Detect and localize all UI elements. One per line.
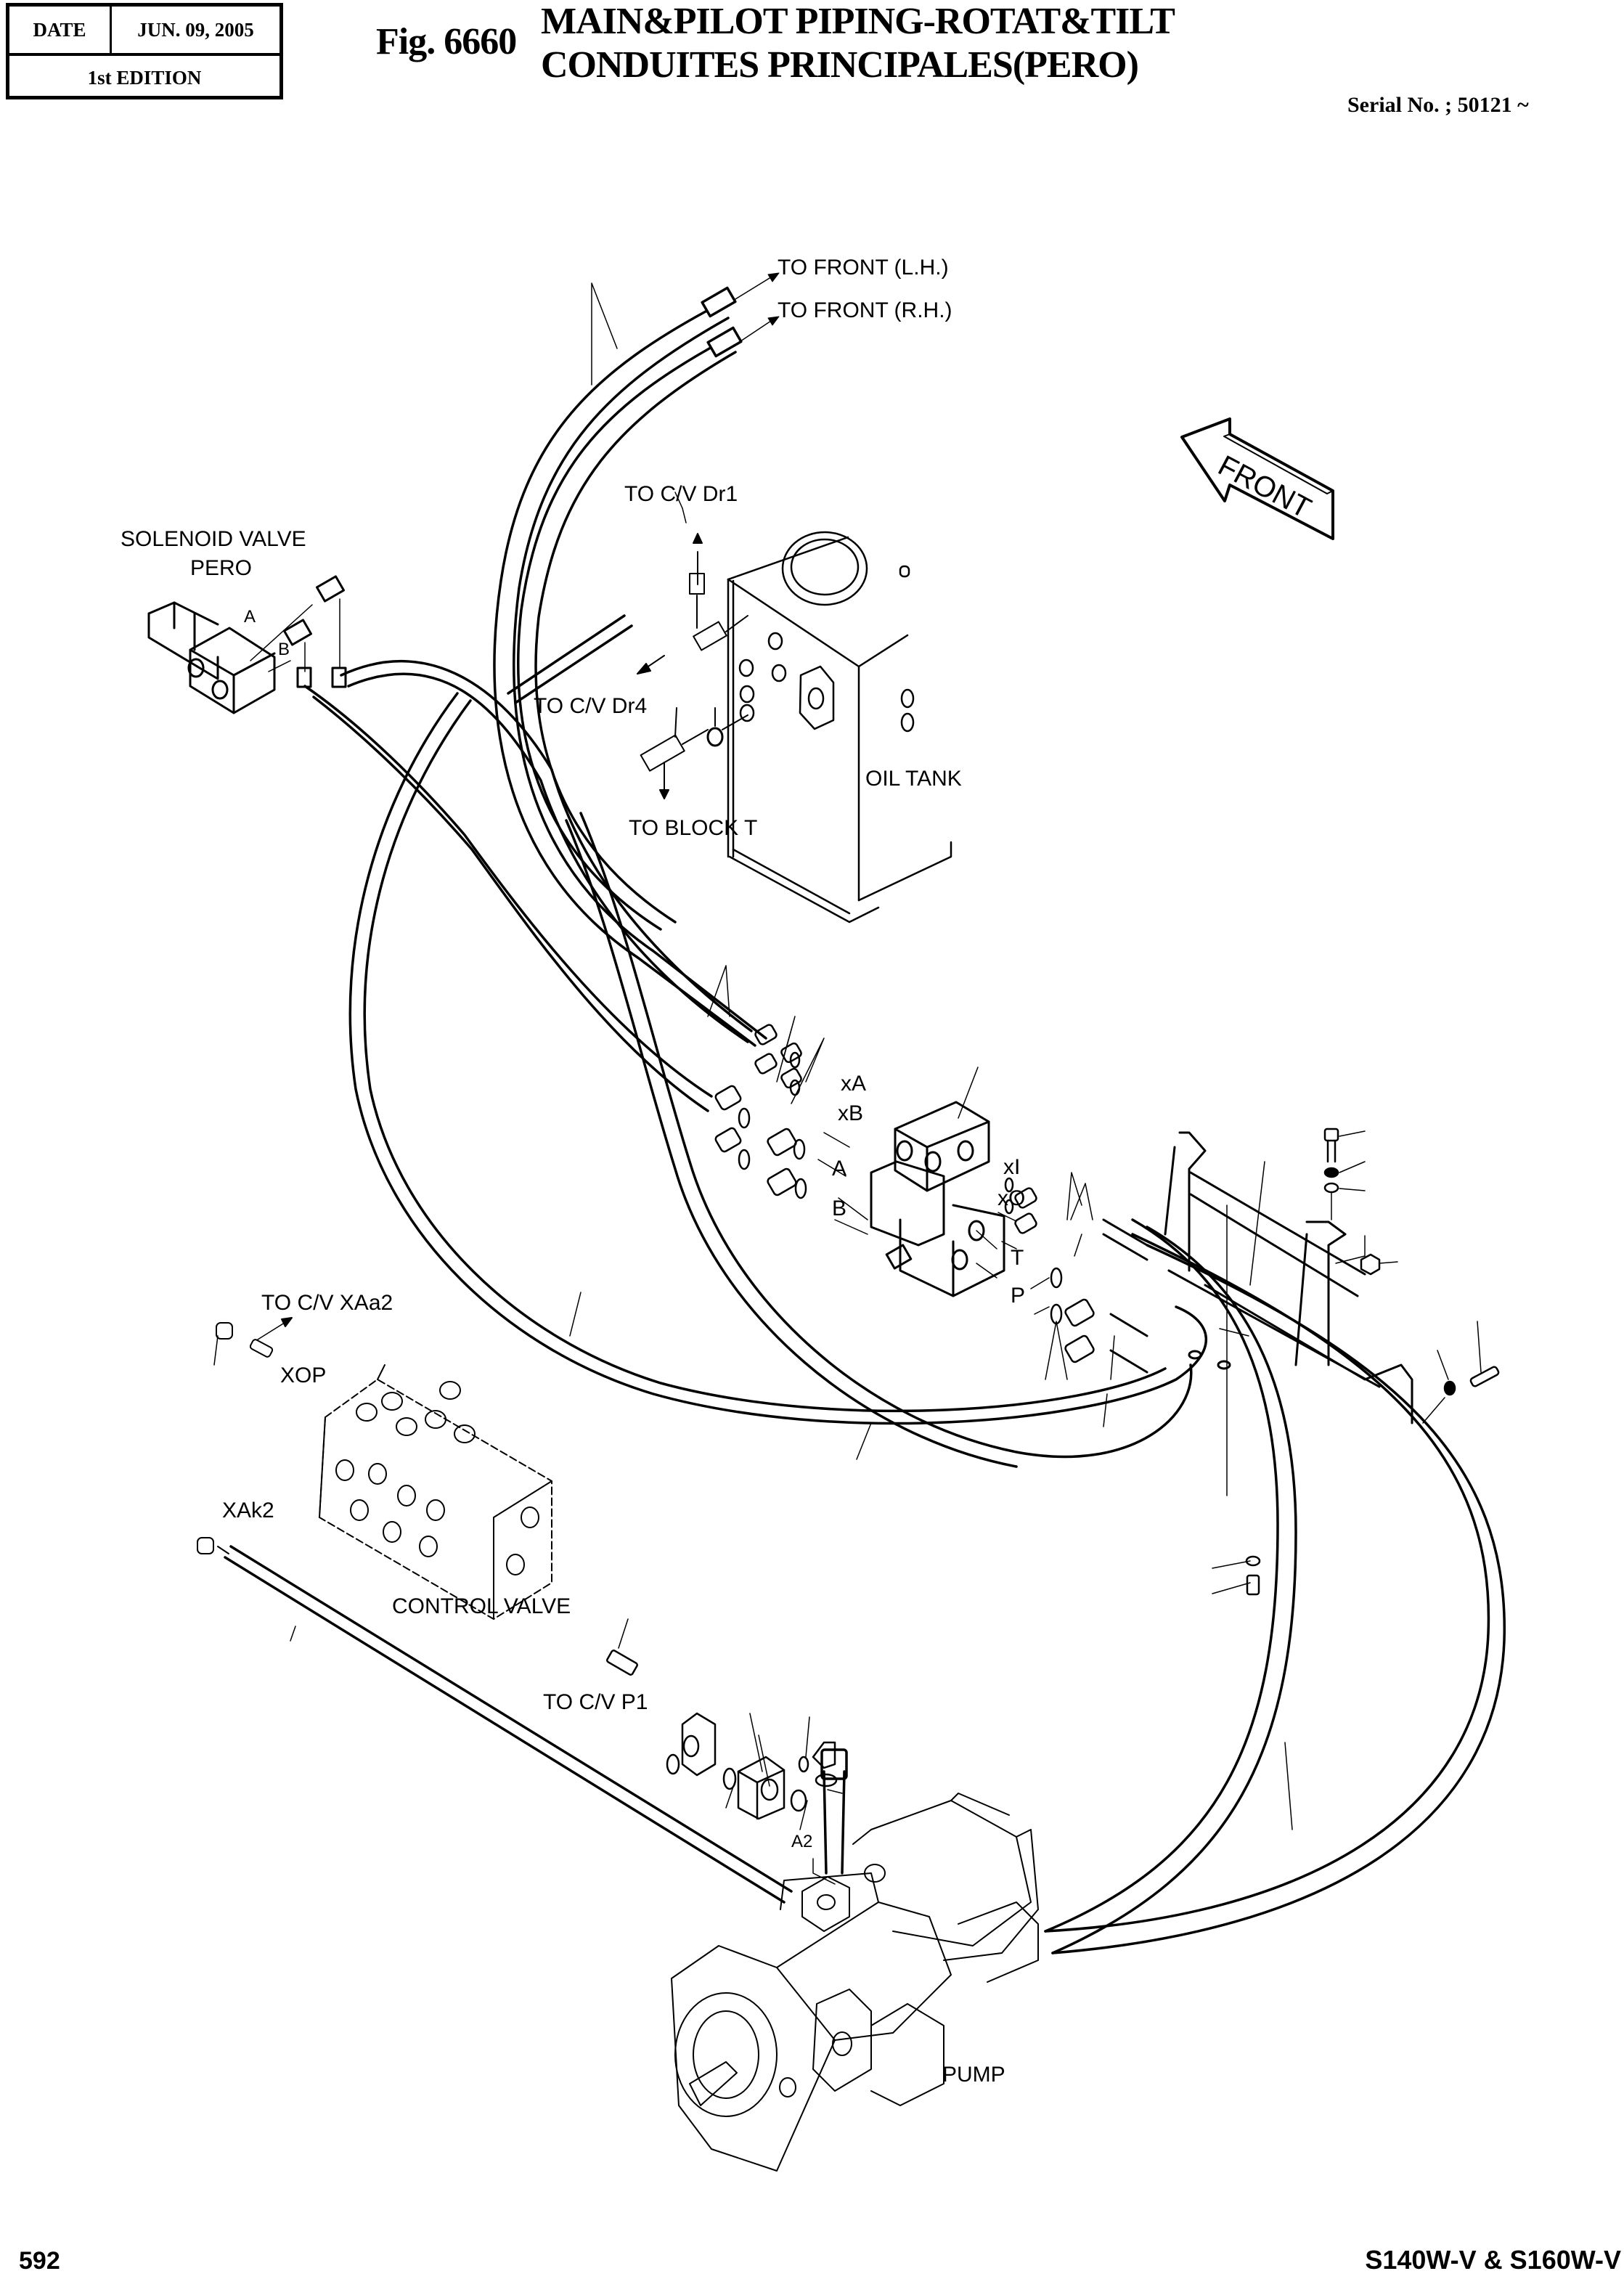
solenoid-valve-drawing — [147, 575, 347, 714]
page-title-line-2: CONDUITES PRINCIPALES(PERO) — [541, 44, 1139, 86]
label-solenoid-port-b: B — [278, 640, 290, 659]
label-control-valve: CONTROL VALVE — [392, 1594, 571, 1618]
leader-lines — [213, 282, 1482, 1885]
label-to-front-rh: TO FRONT (R.H.) — [778, 298, 952, 322]
date-edition-box: DATE JUN. 09, 2005 1st EDITION — [6, 3, 283, 99]
hose-assemblies — [217, 272, 1506, 1954]
label-to-cv-p1: TO C/V P1 — [543, 1690, 648, 1714]
edition-label: 1st EDITION — [87, 66, 202, 89]
label-port-xop: XOP — [280, 1363, 327, 1387]
label-port-xa: xA — [841, 1072, 867, 1096]
pilot-block-drawing — [870, 1101, 1005, 1297]
label-pump: PUMP — [942, 2063, 1005, 2087]
mounting-bracket-drawing — [1164, 1131, 1413, 1496]
page-title-line-1: MAIN&PILOT PIPING-ROTAT&TILT — [541, 1, 1175, 42]
front-direction-arrow-icon: FRONT — [1180, 417, 1334, 540]
date-label: DATE — [9, 7, 112, 53]
control-valve-drawing — [197, 1317, 552, 1620]
label-to-cv-dr1: TO C/V Dr1 — [624, 482, 738, 506]
pump-drawing — [671, 1793, 1039, 2172]
tank-fittings — [637, 533, 748, 799]
label-solenoid-port-a: A — [244, 607, 256, 627]
label-port-xb: xB — [838, 1101, 864, 1125]
model-designation: S140W-V & S160W-V — [1365, 2245, 1621, 2275]
date-value: JUN. 09, 2005 — [137, 18, 254, 41]
figure-number: Fig. 6660 — [376, 21, 517, 62]
label-port-b: B — [832, 1196, 847, 1220]
label-port-p: P — [1011, 1284, 1026, 1308]
label-port-xi: xI — [1003, 1155, 1021, 1179]
label-port-a: A — [832, 1157, 847, 1181]
label-to-front-lh: TO FRONT (L.H.) — [778, 256, 949, 280]
label-oil-tank: OIL TANK — [865, 767, 962, 791]
block-fittings — [714, 1024, 1148, 1374]
label-solenoid-valve-pero: PERO — [190, 556, 253, 580]
label-port-xak2: XAk2 — [222, 1499, 274, 1522]
label-to-cv-xaa2: TO C/V XAa2 — [261, 1291, 393, 1315]
oil-tank-drawing — [727, 531, 952, 924]
serial-number: Serial No. ; 50121 ~ — [1347, 93, 1529, 117]
page-number: 592 — [19, 2247, 60, 2275]
label-port-a2: A2 — [791, 1832, 813, 1851]
hardware-items — [606, 1128, 1500, 1676]
pump-flange-fittings — [666, 1712, 838, 1820]
label-port-xo: xO — [997, 1186, 1026, 1210]
label-solenoid-valve: SOLENOID VALVE — [121, 527, 306, 551]
label-to-cv-dr4: TO C/V Dr4 — [534, 694, 648, 718]
label-port-t: T — [1011, 1246, 1024, 1270]
label-to-block-t: TO BLOCK T — [629, 816, 758, 840]
